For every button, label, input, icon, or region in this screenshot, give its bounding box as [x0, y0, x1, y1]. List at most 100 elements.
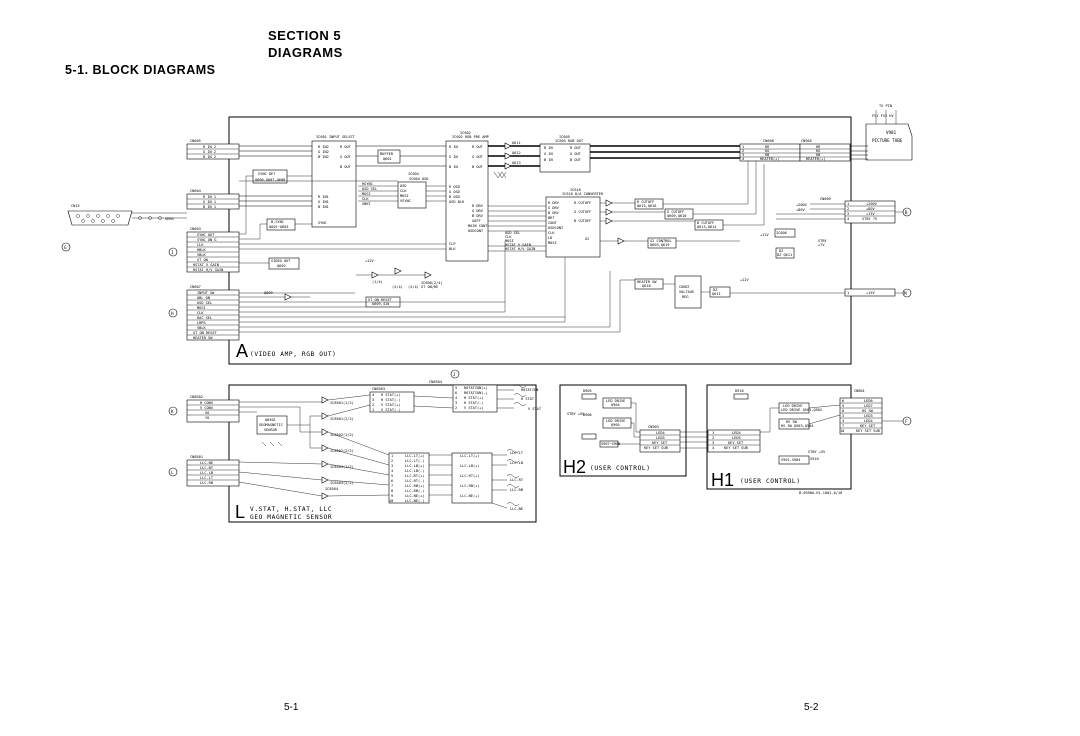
svg-text:G IN: G IN [449, 155, 458, 159]
svg-text:G IN1: G IN1 [318, 200, 329, 204]
board-h1-frame [706, 384, 852, 490]
svg-text:B,SYNC: B,SYNC [271, 220, 284, 224]
svg-text:Q613,Q614: Q613,Q614 [697, 225, 716, 229]
svg-text:YO: YO [205, 416, 209, 420]
svg-text:IC610: IC610 [570, 188, 581, 192]
svg-text:LLC-RT(+): LLC-RT(+) [460, 474, 479, 478]
board-l-caption2: GEO MAGNETIC SENSOR [250, 514, 332, 521]
svg-text:Q609,Q610: Q609,Q610 [667, 214, 686, 218]
section-heading: SECTION 5 [268, 28, 342, 43]
svg-text:LLC-RB(+): LLC-RB(+) [460, 484, 479, 488]
svg-text:ROTATION(-): ROTATION(-) [464, 391, 488, 395]
board-l: J K L CN8502 H CONV V CONV XO YO CN8501 … [168, 369, 542, 523]
connector-cn604: CN604 R IN 1 G IN 1 B IN 1 [186, 189, 240, 210]
b-sync-block: B,SYNC Q601~Q603 [239, 218, 312, 240]
svg-text:1: 1 [372, 408, 374, 412]
svg-text:5: 5 [391, 474, 393, 478]
svg-text:+200V: +200V [796, 203, 808, 207]
sync-det-block: SYNC DET Q606,Q607,Q608 [239, 169, 312, 235]
svg-text:G IN 1: G IN 1 [203, 200, 216, 204]
svg-text:INPUT SW: INPUT SW [197, 291, 215, 295]
svg-text:LLC-NE: LLC-NE [200, 461, 213, 465]
svg-text:(1/4): (1/4) [372, 280, 383, 284]
svg-text:LLC-LT: LLC-LT [200, 476, 214, 480]
svg-text:2: 2 [455, 406, 457, 410]
svg-text:IC8502(1/2): IC8502(1/2) [330, 433, 354, 437]
svg-text:OSD BLK: OSD BLK [449, 200, 465, 204]
svg-text:ROTATION(+): ROTATION(+) [464, 386, 488, 390]
svg-text:1: 1 [391, 454, 393, 458]
svg-text:3: 3 [455, 401, 457, 405]
svg-text:V STAT(+): V STAT(+) [464, 406, 483, 410]
svg-text:LLC-RT: LLC-RT [510, 478, 524, 482]
svg-text:HSTAT V GAIN: HSTAT V GAIN [193, 263, 219, 267]
svg-text:LLC-LB(+): LLC-LB(+) [460, 464, 479, 468]
svg-text:STBY 7V: STBY 7V [862, 217, 878, 221]
board-l-frame [228, 384, 537, 523]
svg-text:HS SW: HS SW [862, 409, 874, 413]
svg-text:OSD: OSD [400, 184, 407, 188]
svg-text:LLC-LT: LLC-LT [510, 451, 524, 455]
svg-text:LLC-RB(-): LLC-RB(-) [405, 489, 424, 493]
svg-text:OSD SEL: OSD SEL [362, 187, 377, 191]
svg-text:G: G [64, 245, 67, 250]
svg-text:1: 1 [847, 291, 849, 295]
svg-text:LED7: LED7 [864, 404, 873, 408]
board-a-caption: (VIDEO AMP, RGB OUT) [250, 351, 337, 358]
svg-text:SOFF: SOFF [472, 219, 481, 223]
connector-cn607: CN607 INPUT SW ABL ON OSD SEL MOSI CLK D… [186, 285, 240, 341]
svg-text:LD: LD [548, 236, 552, 240]
svg-text:+200V: +200V [866, 202, 878, 206]
svg-text:3: 3 [712, 441, 714, 445]
svg-text:R CUTOFF: R CUTOFF [574, 201, 591, 205]
board-h1-label: H1 [711, 470, 734, 490]
svg-text:2: 2 [847, 207, 849, 211]
svg-text:B: B [905, 210, 908, 215]
board-h1-reference: B-0598A-H1-1001-0/10 [799, 491, 842, 495]
svg-text:M: M [904, 291, 907, 296]
svg-text:R IN1: R IN1 [318, 195, 329, 199]
svg-text:LLC-LB(-): LLC-LB(-) [405, 469, 424, 473]
svg-text:R OSD: R OSD [449, 185, 460, 189]
svg-text:+80V: +80V [796, 208, 805, 212]
svg-text:IC8502(2/2): IC8502(2/2) [330, 449, 354, 453]
heater-sw-block: HEATER SW Q618 CONST VOLTAGE REG DZ Q611… [634, 275, 749, 309]
svg-text:IC8501(1/2): IC8501(1/2) [330, 401, 354, 405]
svg-text:Q615,Q616: Q615,Q616 [637, 204, 656, 208]
tube-connector: CN608 1 2 3 4 KR KG KB HEATER(+) CN905 K… [739, 139, 868, 162]
svg-text:VBLK: VBLK [197, 253, 206, 257]
svg-text:R OUT: R OUT [472, 145, 484, 149]
svg-text:(4/4): (4/4) [392, 285, 403, 289]
svg-text:OSD SEL: OSD SEL [505, 231, 520, 235]
svg-text:H STAT: H STAT [521, 397, 535, 401]
svg-text:D910: D910 [735, 389, 744, 393]
svg-text:HEATER SW: HEATER SW [637, 280, 657, 284]
svg-text:3: 3 [842, 414, 844, 418]
svg-text:LED6: LED6 [864, 399, 873, 403]
connector-m: 1 +15V [720, 288, 903, 297]
svg-text:CLK: CLK [362, 197, 369, 201]
svg-text:+80V: +80V [866, 207, 875, 211]
ic610-da-converter: IC610 IC610 D/A CONVERTER R DRV G DRV B … [545, 188, 604, 258]
svg-text:LED4: LED4 [732, 431, 741, 435]
svg-text:Q602: Q602 [277, 264, 286, 268]
svg-text:HSTAT V GAIN: HSTAT V GAIN [505, 243, 531, 247]
svg-text:KEY SET: KEY SET [652, 441, 668, 445]
svg-text:HEATER(+): HEATER(+) [760, 157, 779, 161]
svg-text:3: 3 [847, 212, 849, 216]
svg-text:BUFFER: BUFFER [380, 152, 394, 156]
svg-text:ROTATION: ROTATION [521, 388, 538, 392]
svg-text:8: 8 [842, 409, 844, 413]
svg-text:4: 4 [372, 393, 374, 397]
svg-text:V STAT: V STAT [528, 407, 542, 411]
svg-text:IC602: IC602 [460, 131, 471, 135]
svg-text:CN8501: CN8501 [190, 455, 203, 459]
svg-text:PICTURE TUBE: PICTURE TUBE [872, 138, 903, 143]
svg-text:KR: KR [816, 145, 821, 149]
svg-text:VSYNC: VSYNC [400, 199, 411, 203]
svg-text:B IN: B IN [544, 158, 553, 162]
svg-text:VBKT: VBKT [362, 202, 371, 206]
svg-text:B IN2: B IN2 [318, 155, 329, 159]
geomagnetic-sensor: Q8501 GEOMAGNETIC SENSOR [256, 415, 288, 447]
